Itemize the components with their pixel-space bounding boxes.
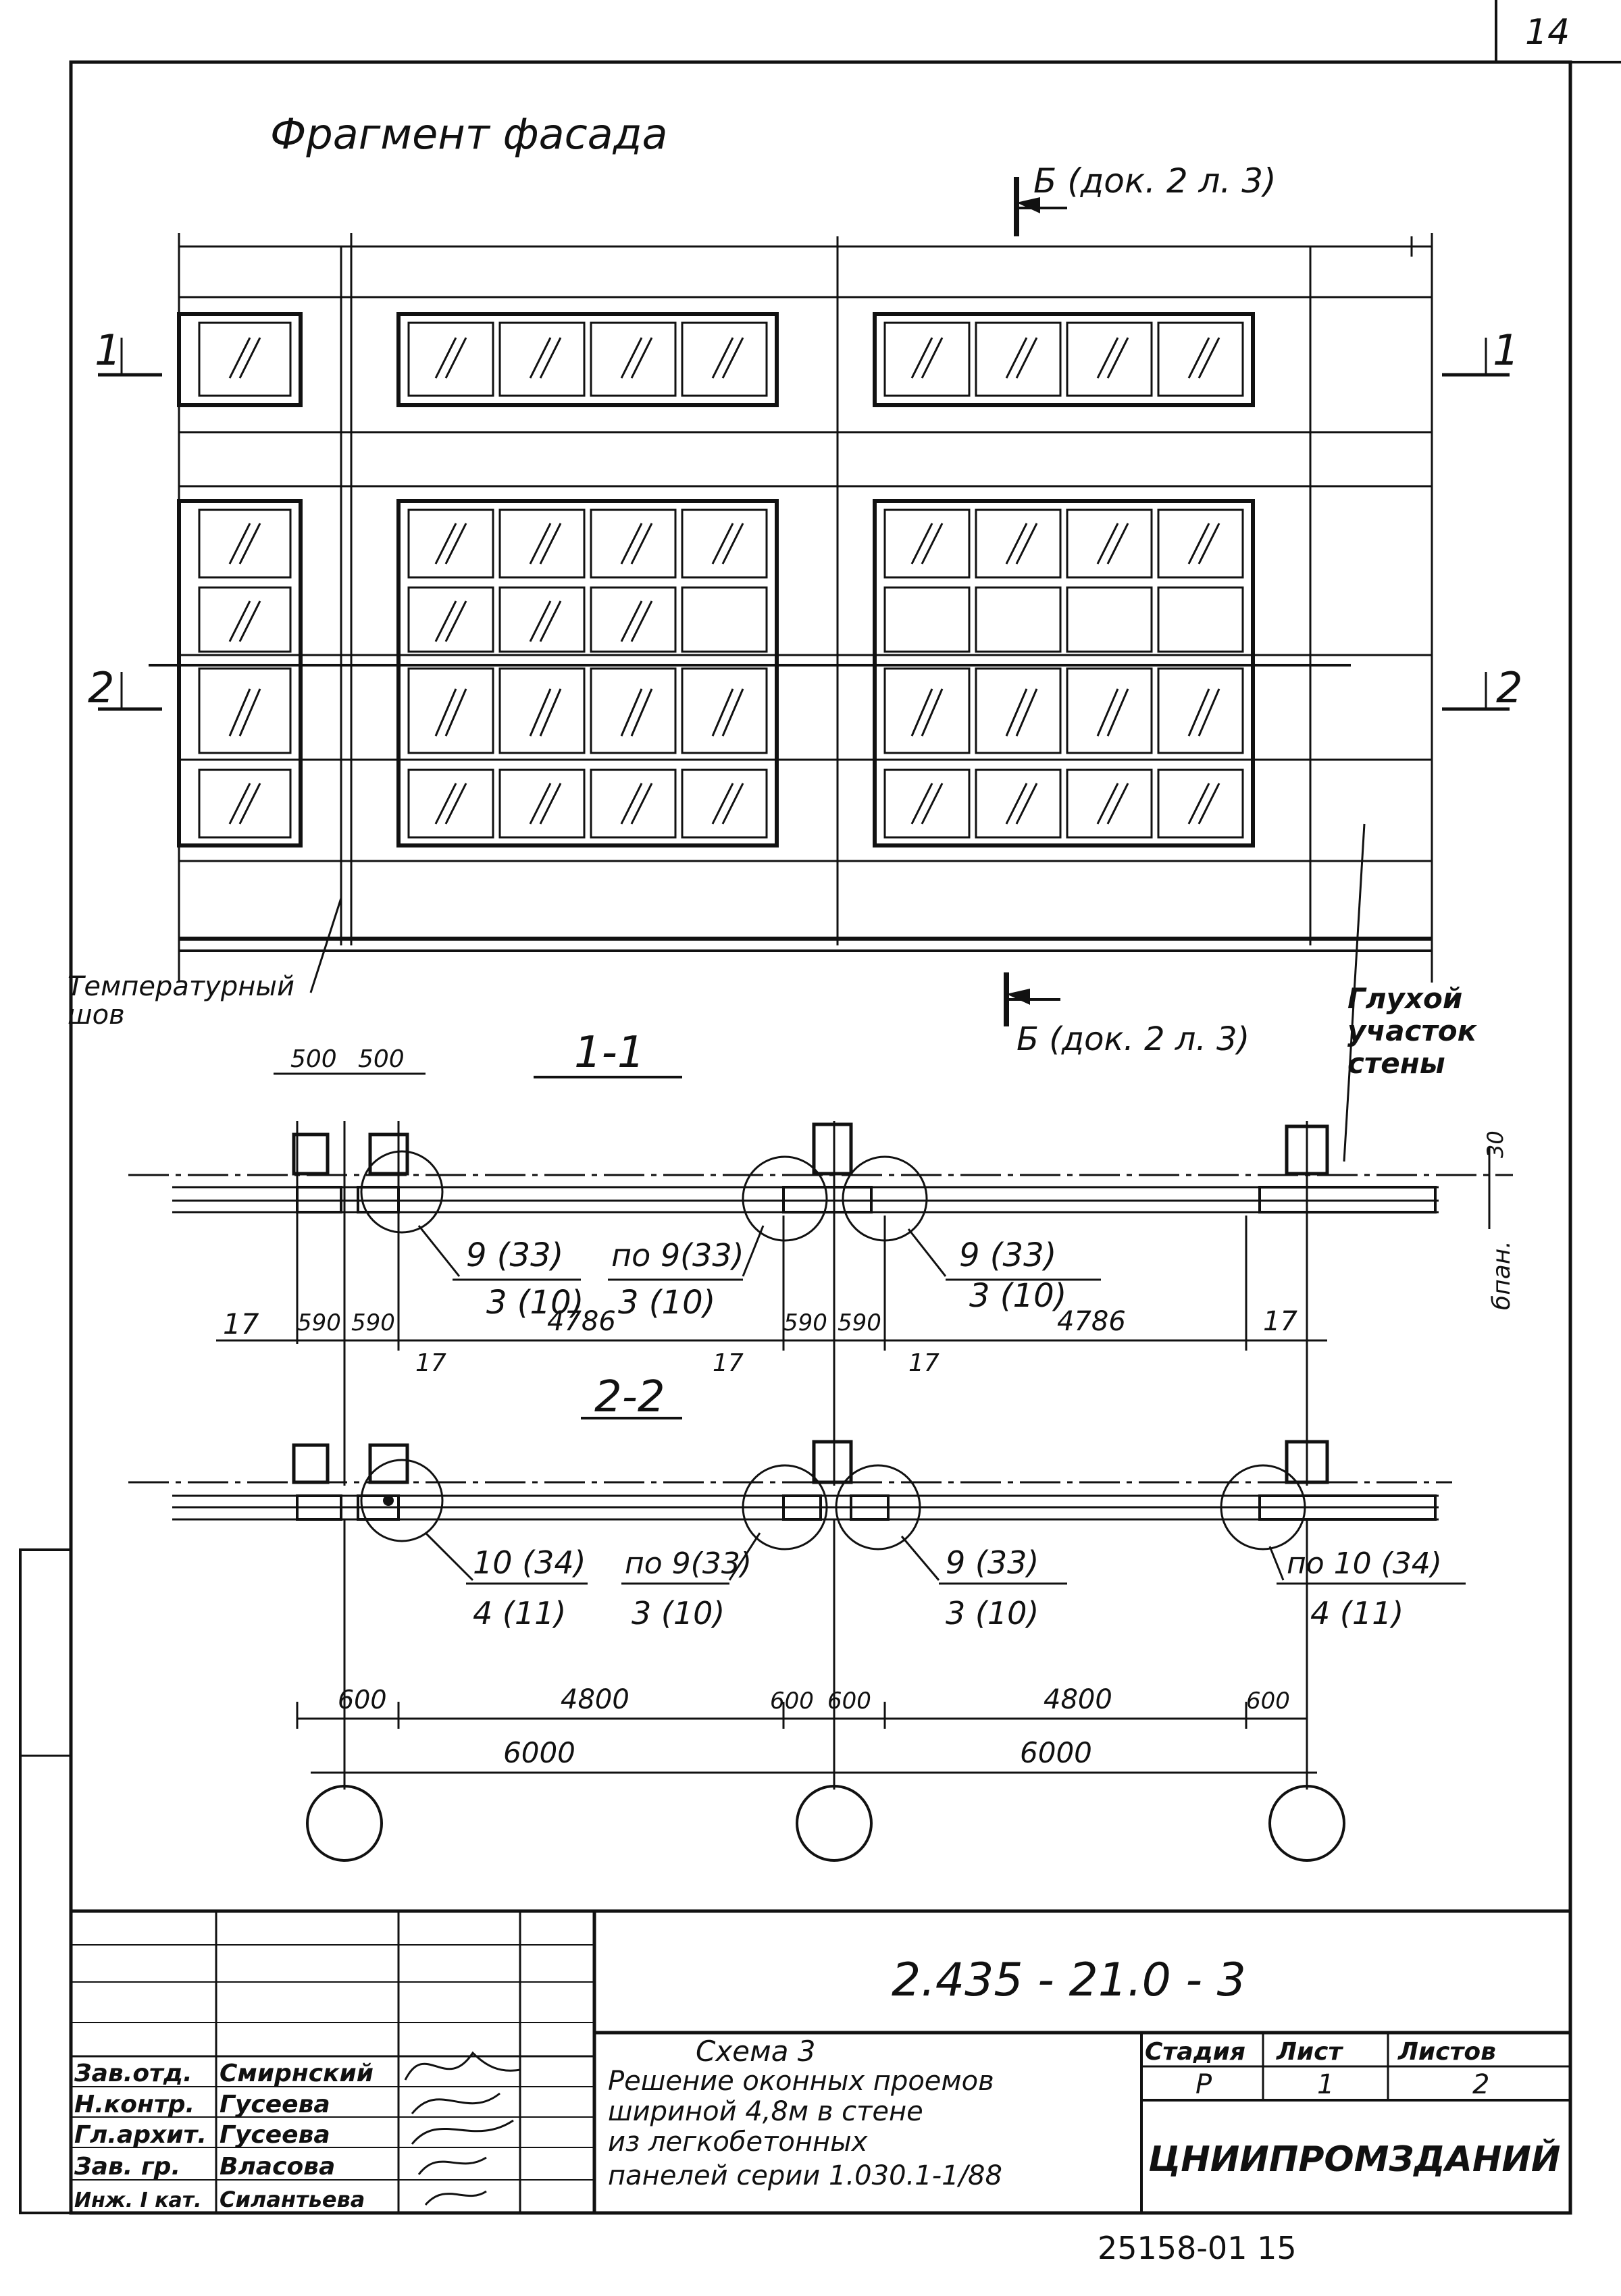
cut-1-right: 1 xyxy=(1493,325,1519,375)
name-3: Власова xyxy=(220,2153,335,2181)
expansion-joint-note-wrap: Температурный шов xyxy=(68,972,294,1030)
role-4: Инж. I кат. xyxy=(74,2189,202,2212)
section-1-1-title: 1-1 xyxy=(574,1028,645,1078)
section-2-2-title: 2-2 xyxy=(594,1372,665,1422)
cut-1-left: 1 xyxy=(95,325,121,375)
s11-callout-2-bottom: 3 (10) xyxy=(618,1284,715,1322)
blank-wall-note: Глухой участок стены xyxy=(1347,983,1477,1080)
s11-dim-6: 4786 xyxy=(1057,1306,1126,1337)
s11-dim-9: 17 xyxy=(713,1349,744,1377)
val-sheets: 2 xyxy=(1472,2069,1489,2100)
section-2-2-plan xyxy=(128,1440,1466,1862)
s11-callout-1-bottom: 3 (10) xyxy=(486,1284,584,1322)
s11-dim-500b: 500 xyxy=(358,1045,405,1073)
s22-dim-4800a: 4800 xyxy=(561,1684,629,1715)
s22-callout-2-bottom: 3 (10) xyxy=(632,1595,725,1632)
s11-dim-7: 17 xyxy=(1263,1306,1297,1337)
s22-dim-600c: 600 xyxy=(827,1688,871,1715)
s11-dim-3: 4786 xyxy=(547,1306,616,1337)
s11-thickness-label: бпан. xyxy=(1488,1241,1516,1310)
section-b-top-label: Б (док. 2 л. 3) xyxy=(1033,161,1277,201)
desc-line-4: панелей серии 1.030.1-1/88 xyxy=(608,2160,1002,2191)
role-0: Зав.отд. xyxy=(74,2060,192,2087)
s11-dim-0: 17 xyxy=(223,1307,259,1340)
name-4: Силантьева xyxy=(220,2187,365,2212)
section-1-1-plan xyxy=(128,1121,1513,1486)
s11-callout-3-bottom: 3 (10) xyxy=(969,1277,1066,1315)
s22-dim-600a: 600 xyxy=(338,1685,387,1715)
s22-callout-3-bottom: 3 (10) xyxy=(946,1595,1039,1632)
s22-callout-4-top: по 10 (34) xyxy=(1287,1546,1442,1581)
name-0: Смирнский xyxy=(220,2060,374,2087)
desc-line-0: Схема 3 xyxy=(696,2035,816,2068)
page-number: 14 xyxy=(1525,12,1570,53)
s22-dim-6000a: 6000 xyxy=(503,1736,575,1769)
s22-callout-4-bottom: 4 (11) xyxy=(1310,1595,1404,1632)
expansion-joint-note: Температурный шов xyxy=(68,972,294,1030)
section-b-bottom-marker xyxy=(1004,972,1060,1026)
doc-code: 2.435 - 21.0 - 3 xyxy=(892,1954,1246,2007)
name-2: Гусеева xyxy=(220,2121,330,2149)
s22-callout-1-top: 10 (34) xyxy=(473,1544,586,1581)
s11-dim-8: 17 xyxy=(415,1349,446,1377)
s22-dim-600b: 600 xyxy=(770,1688,814,1715)
desc-line-1: Решение оконных проемов xyxy=(608,2066,994,2097)
s11-callout-3-top: 9 (33) xyxy=(959,1236,1056,1274)
col-stage: Стадия xyxy=(1145,2038,1245,2066)
s22-callout-1-bottom: 4 (11) xyxy=(473,1595,566,1632)
footer-number: 25158-01 15 xyxy=(1098,2230,1297,2266)
s11-dim-500a: 500 xyxy=(290,1045,337,1073)
desc-line-2: шириной 4,8м в стене xyxy=(608,2096,923,2127)
role-2: Гл.архит. xyxy=(74,2121,207,2149)
s11-thickness-30: 30 xyxy=(1483,1130,1508,1158)
s22-dim-4800b: 4800 xyxy=(1044,1684,1112,1715)
organization: ЦНИИПРОМЗДАНИЙ xyxy=(1148,2139,1560,2180)
s11-callout-1-top: 9 (33) xyxy=(466,1236,563,1274)
val-stage: Р xyxy=(1195,2069,1212,2100)
val-sheet: 1 xyxy=(1317,2069,1334,2100)
s22-callout-2-top: по 9(33) xyxy=(625,1546,752,1581)
s22-dim-600d: 600 xyxy=(1246,1688,1290,1715)
s11-callout-2-top: по 9(33) xyxy=(611,1237,744,1274)
col-sheets: Листов xyxy=(1397,2038,1496,2066)
name-1: Гусеева xyxy=(220,2091,330,2118)
s11-dim-4: 590 xyxy=(783,1309,827,1336)
role-3: Зав. гр. xyxy=(74,2153,180,2181)
section-b-top-marker xyxy=(1014,177,1067,236)
cut-2-left: 2 xyxy=(88,663,114,712)
sheet-frame xyxy=(19,0,1621,2215)
s22-callout-3-top: 9 (33) xyxy=(946,1544,1039,1581)
section-b-bottom-label: Б (док. 2 л. 3) xyxy=(1017,1020,1250,1058)
s11-dim-1: 590 xyxy=(297,1309,341,1336)
title-block xyxy=(71,1909,1570,2213)
s11-dim-5: 590 xyxy=(838,1309,881,1336)
cut-2-right: 2 xyxy=(1496,663,1522,712)
role-1: Н.контр. xyxy=(74,2091,195,2118)
s11-dim-10: 17 xyxy=(908,1349,940,1377)
blank-wall-note-wrap: Глухой участок стены xyxy=(1347,983,1477,1080)
desc-line-3: из легкобетонных xyxy=(608,2127,868,2158)
s22-dim-6000b: 6000 xyxy=(1020,1736,1092,1769)
s11-dim-2: 590 xyxy=(351,1309,395,1336)
facade-title: Фрагмент фасада xyxy=(270,109,668,159)
col-sheet: Лист xyxy=(1276,2038,1343,2066)
facade-elevation xyxy=(98,233,1510,1162)
